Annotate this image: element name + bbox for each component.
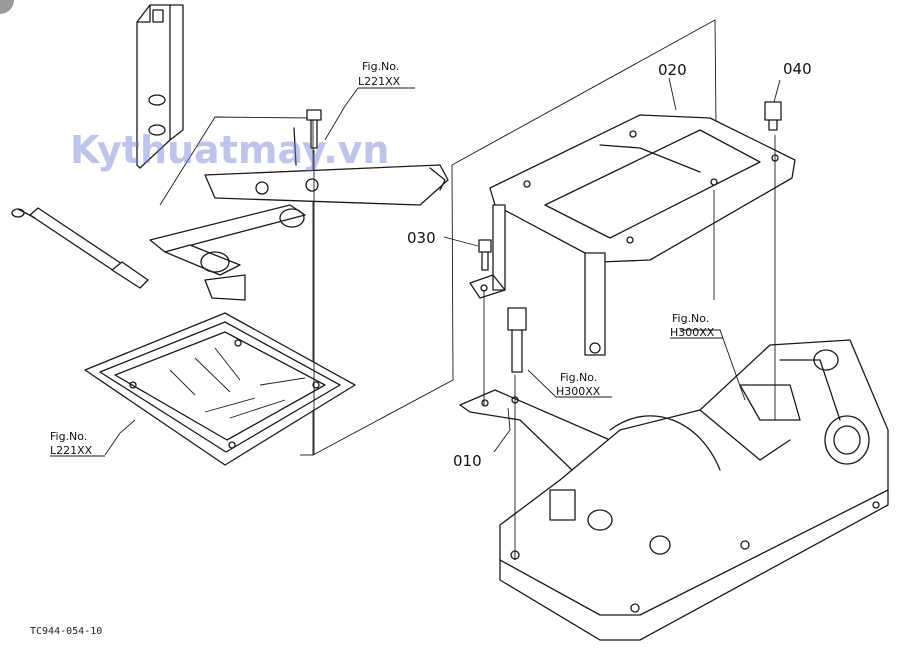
leader-lines xyxy=(50,77,781,560)
bracket-020 xyxy=(469,114,796,356)
part-number-040: 040 xyxy=(783,60,812,78)
fig-ref-right: H300XX xyxy=(670,326,715,339)
bolts xyxy=(478,101,782,373)
fig-ref-bottom-left: L221XX xyxy=(50,444,93,457)
assembly-boundary-lines xyxy=(159,19,717,456)
fig-ref-top-left: L221XX xyxy=(358,75,401,88)
fig-label-top-left: Fig.No. xyxy=(362,60,399,73)
part-number-010: 010 xyxy=(453,452,482,470)
seat-pan xyxy=(84,312,356,466)
fig-label-center: Fig.No. xyxy=(560,371,597,384)
drawing-code: TC944-054-10 xyxy=(30,626,102,637)
part-number-020: 020 xyxy=(658,61,687,79)
hydraulic-housing xyxy=(499,339,889,641)
watermark: Kythuatmay.vn xyxy=(70,128,389,172)
fig-label-bottom-left: Fig.No. xyxy=(50,430,87,443)
seat-support-frame xyxy=(11,4,449,301)
part-number-030: 030 xyxy=(407,229,436,247)
fig-label-right: Fig.No. xyxy=(672,312,709,325)
fig-ref-center: H300XX xyxy=(556,385,601,398)
